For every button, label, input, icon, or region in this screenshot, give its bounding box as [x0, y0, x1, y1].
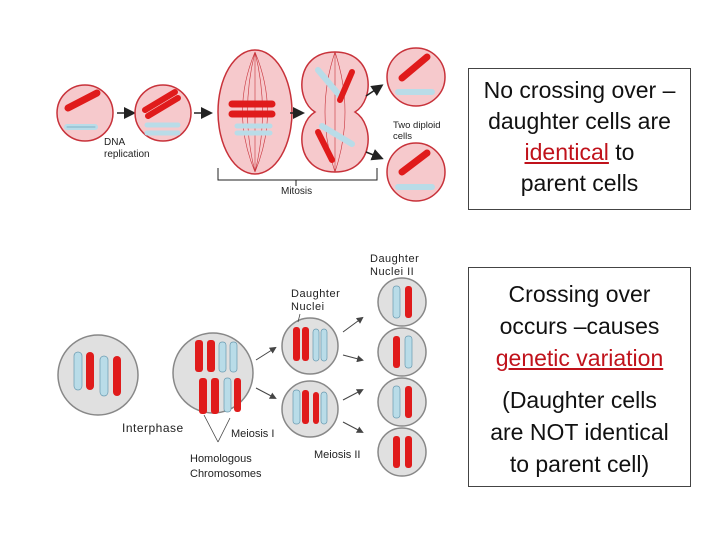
- daughter-nuclei-ii-label: Daughter: [370, 253, 419, 265]
- mitosis-diagram: DNA replication Two: [56, 47, 446, 202]
- anaphase-cell: [301, 51, 369, 173]
- interphase-label: Interphase: [122, 421, 184, 435]
- top-box-line-3: identical to: [469, 137, 690, 168]
- dna-replication-label-2: replication: [104, 149, 150, 160]
- top-box-to: to: [608, 139, 635, 165]
- daughter-nuclei-ii-label-2: Nuclei II: [370, 266, 414, 278]
- meiosis-diagram: Interphase Meiosis I Homologous Chromoso…: [57, 253, 427, 480]
- bottom-box-line-4: (Daughter cells: [502, 387, 657, 413]
- bottom-box-line-1: Crossing over: [508, 281, 651, 307]
- homologous-label: Homologous: [190, 453, 252, 465]
- bottom-box-line-2: occurs –causes: [499, 313, 660, 339]
- daughter-nucleus-top: [281, 317, 339, 375]
- identical-term: identical: [524, 139, 609, 165]
- arrow-m2-2: [342, 354, 364, 363]
- parent-cell: [56, 84, 114, 142]
- bottom-box-line-3: genetic variation: [469, 342, 690, 374]
- homologous-label-2: Chromosomes: [190, 468, 262, 480]
- two-diploid-label-2: cells: [393, 131, 412, 142]
- dna-replication-label: DNA: [104, 137, 125, 148]
- meiosis-ii-label: Meiosis II: [314, 449, 360, 461]
- daughter-cell-top: [386, 47, 446, 107]
- daughter-cell-bottom: [386, 142, 446, 202]
- nucleus-ii-3: [377, 377, 427, 427]
- bottom-box-line-6: to parent cell): [509, 451, 650, 477]
- top-box-line-1: No crossing over –: [483, 77, 676, 103]
- nucleus-ii-1: [377, 277, 427, 327]
- meiosis-i-label: Meiosis I: [231, 428, 274, 440]
- daughter-nuclei-label: Daughter: [291, 288, 340, 300]
- top-box-line-2: daughter cells are: [488, 108, 671, 134]
- arrow-m2-3: [342, 389, 364, 401]
- interphase-cell: [57, 334, 139, 416]
- arrow-4-up: [365, 84, 384, 97]
- arrow-m1-up: [255, 346, 277, 361]
- daughter-nuclei-label-2: Nuclei: [291, 301, 325, 313]
- arrow-4-down: [365, 149, 384, 161]
- pointer-daughter-nuclei: [297, 313, 301, 323]
- crossing-over-box: Crossing over occurs –causes genetic var…: [468, 267, 691, 487]
- metaphase-cell: [217, 49, 293, 175]
- top-box-line-4: parent cells: [520, 170, 639, 196]
- two-diploid-label: Two diploid: [393, 120, 441, 131]
- mitosis-bracket: [217, 168, 378, 186]
- no-crossing-over-box: No crossing over – daughter cells are id…: [468, 68, 691, 210]
- meiosis-i-cell: [172, 332, 254, 414]
- arrow-m1-down: [255, 387, 277, 399]
- nucleus-ii-2: [377, 327, 427, 377]
- daughter-nucleus-bottom: [281, 380, 339, 438]
- genetic-variation-term: genetic variation: [495, 345, 664, 371]
- homologous-pointer: [203, 414, 231, 443]
- arrow-m2-1: [342, 316, 364, 333]
- bottom-box-line-5: are NOT identical: [490, 419, 669, 445]
- replicated-cell: [134, 84, 192, 142]
- arrow-m2-4: [342, 421, 364, 433]
- nucleus-ii-4: [377, 427, 427, 477]
- mitosis-label: Mitosis: [281, 186, 312, 197]
